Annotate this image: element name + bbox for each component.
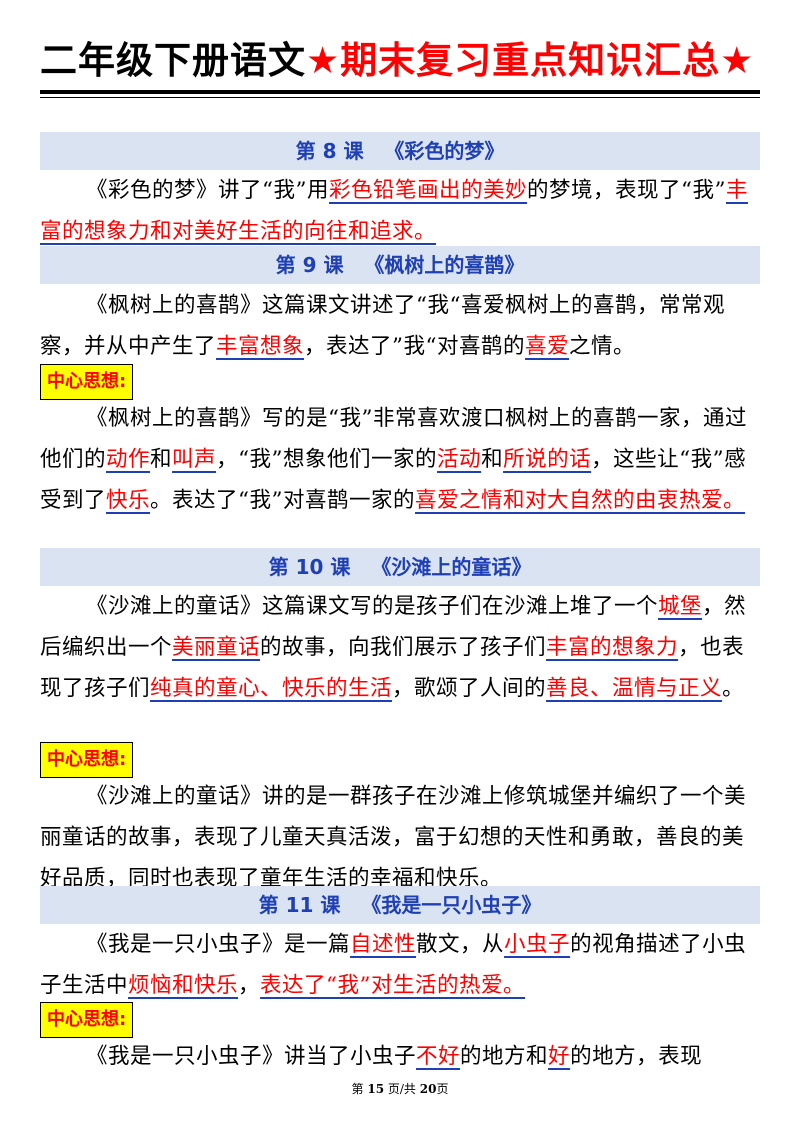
lesson-8-heading: 第 8 课 《彩色的梦》 <box>40 132 760 170</box>
lesson-10-central-idea: 《沙滩上的童话》讲的是一群孩子在沙滩上修筑城堡并编织了一个美丽童话的故事，表现了… <box>40 784 747 891</box>
central-idea-label: 中心思想: <box>40 1002 134 1038</box>
lesson-11-central-idea: 《我是一只小虫子》讲当了小虫子不好的地方和好的地方，表现 <box>86 1044 703 1069</box>
lesson-8-summary: 《彩色的梦》讲了“我”用彩色铅笔画出的美妙的梦境，表现了“我”丰富的想象力和对美… <box>40 178 748 244</box>
lesson-9-central-idea: 《枫树上的喜鹊》写的是“我”非常喜欢渡口枫树上的喜鹊一家，通过他们的动作和叫声，… <box>40 406 747 513</box>
lesson-9-heading: 第 9 课 《枫树上的喜鹊》 <box>40 246 760 284</box>
page-total: 20 <box>419 1082 437 1096</box>
lesson-10-heading: 第 10 课 《沙滩上的童话》 <box>40 548 760 586</box>
page-number: 15 <box>367 1082 385 1096</box>
page-title: 二年级下册语文★期末复习重点知识汇总★ <box>40 39 755 82</box>
page-footer: 第 15 页/共 20页 <box>351 1082 449 1096</box>
title-underline-thick <box>40 90 760 94</box>
lesson-9-summary: 《枫树上的喜鹊》这篇课文讲述了“我“喜爱枫树上的喜鹊，常常观察，并从中产生了丰富… <box>40 293 725 359</box>
lesson-10-summary: 《沙滩上的童话》这篇课文写的是孩子们在沙滩上堆了一个城堡，然后编织出一个美丽童话… <box>40 594 747 701</box>
lesson-11-summary: 《我是一只小虫子》是一篇自述性散文，从小虫子的视角描述了小虫子生活中烦恼和快乐，… <box>40 932 747 998</box>
lesson-11-heading: 第 11 课 《我是一只小虫子》 <box>40 886 760 924</box>
title-underline-thin <box>40 97 760 98</box>
central-idea-label: 中心思想: <box>40 364 134 400</box>
central-idea-label: 中心思想: <box>40 742 134 778</box>
